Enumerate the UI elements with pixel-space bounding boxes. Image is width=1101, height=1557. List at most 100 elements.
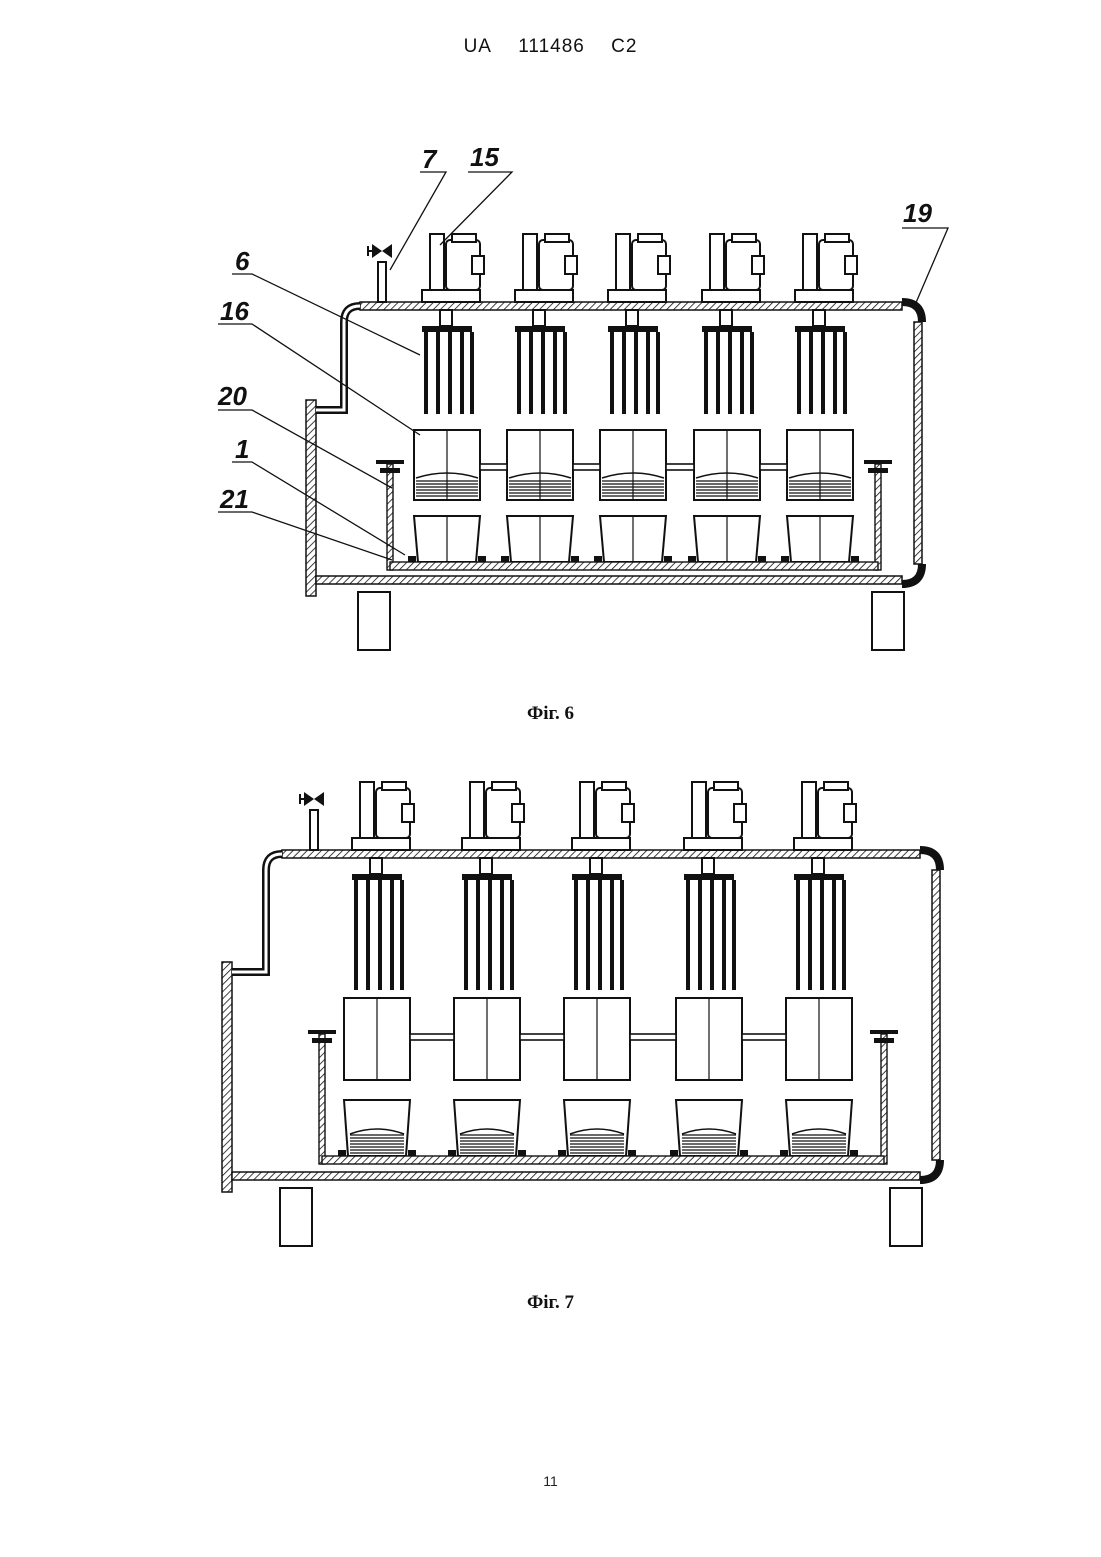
- housing-corner: [920, 1160, 940, 1180]
- drive-column: [692, 782, 706, 838]
- tray-stop: [518, 1150, 526, 1156]
- bearing: [874, 1038, 894, 1043]
- agitator-shaft: [812, 858, 824, 874]
- agitator-rod: [500, 880, 504, 990]
- motor-terminal: [402, 804, 414, 822]
- vent-pipe: [378, 262, 386, 302]
- motor-cap: [732, 234, 756, 242]
- agitator-hub: [572, 874, 622, 880]
- agitator-shaft: [720, 310, 732, 326]
- agitator-rod: [436, 332, 440, 414]
- bearing: [864, 460, 892, 464]
- vent-pipe: [310, 810, 318, 850]
- door-flange: [222, 962, 232, 1192]
- figure-6-caption: Фіг. 6: [0, 703, 1101, 725]
- housing-left-wall: [232, 854, 282, 972]
- agitator-rod: [622, 332, 626, 414]
- agitator-rod: [620, 880, 624, 990]
- housing-bottom-wall: [316, 576, 902, 584]
- agitator-hub: [352, 874, 402, 880]
- agitator-rod: [796, 880, 800, 990]
- axle-segment: [760, 464, 787, 470]
- housing-left-wall-inner: [316, 306, 360, 410]
- base-plate: [322, 1156, 884, 1164]
- ref-label-6: 6: [235, 246, 250, 276]
- agitator-rod: [563, 332, 567, 414]
- motor-terminal: [844, 804, 856, 822]
- motor-base: [352, 838, 410, 850]
- support-post: [319, 1034, 325, 1164]
- motor-terminal: [622, 804, 634, 822]
- patent-kind: C2: [611, 36, 637, 57]
- agitator-rod: [354, 880, 358, 990]
- agitator-rod: [610, 880, 614, 990]
- motor-base: [422, 290, 480, 302]
- housing-left-wall: [316, 306, 360, 410]
- patent-country: UA: [464, 36, 492, 57]
- ref-label-19: 19: [903, 198, 932, 228]
- tray-stop: [850, 1150, 858, 1156]
- agitator-rod: [728, 332, 732, 414]
- motor-base: [462, 838, 520, 850]
- housing-top-wall: [282, 850, 920, 858]
- bearing: [312, 1038, 332, 1043]
- agitator-rod: [821, 332, 825, 414]
- agitator-shaft: [813, 310, 825, 326]
- tray-stop: [408, 556, 416, 562]
- axle-segment: [666, 464, 694, 470]
- agitator-rod: [529, 332, 533, 414]
- motor-base: [572, 838, 630, 850]
- patent-header: UA 111486 C2: [0, 36, 1101, 58]
- motor-terminal: [512, 804, 524, 822]
- housing-bottom-wall: [232, 1172, 920, 1180]
- tray-stop: [594, 556, 602, 562]
- agitator-rod: [797, 332, 801, 414]
- agitator-rod: [470, 332, 474, 414]
- agitator-rod: [464, 880, 468, 990]
- motor-cap: [824, 782, 848, 790]
- leader-lines: [218, 172, 948, 560]
- agitator-hub: [702, 326, 752, 332]
- agitator-rod: [833, 332, 837, 414]
- figure-7-drawing: [0, 740, 1101, 1380]
- agitator-rod: [710, 880, 714, 990]
- agitator-rod: [832, 880, 836, 990]
- housing-left-wall-inner: [232, 854, 282, 972]
- agitator-rod: [390, 880, 394, 990]
- drive-column: [470, 782, 484, 838]
- axle-segment: [410, 1034, 454, 1040]
- tray-stop: [571, 556, 579, 562]
- axle-segment: [573, 464, 600, 470]
- tray-stop: [688, 556, 696, 562]
- agitator-rod: [553, 332, 557, 414]
- motor-terminal: [565, 256, 577, 274]
- drive-column: [523, 234, 537, 290]
- tray-stop: [758, 556, 766, 562]
- figure-7-caption: Фіг. 7: [0, 1292, 1101, 1314]
- agitator-hub: [795, 326, 845, 332]
- motor-cap: [602, 782, 626, 790]
- motor-terminal: [658, 256, 670, 274]
- motor-base: [684, 838, 742, 850]
- motor-terminal: [752, 256, 764, 274]
- tray-stop: [338, 1150, 346, 1156]
- agitator-rod: [400, 880, 404, 990]
- axle-segment: [480, 464, 507, 470]
- agitator-hub: [515, 326, 565, 332]
- tray-stop: [448, 1150, 456, 1156]
- agitator-shaft: [702, 858, 714, 874]
- agitator-rod: [586, 880, 590, 990]
- agitator-rod: [476, 880, 480, 990]
- drive-column: [803, 234, 817, 290]
- agitator-rod: [698, 880, 702, 990]
- agitator-shaft: [480, 858, 492, 874]
- tray-stop: [501, 556, 509, 562]
- agitator-rod: [716, 332, 720, 414]
- agitator-hub: [684, 874, 734, 880]
- drive-column: [710, 234, 724, 290]
- motor-cap: [714, 782, 738, 790]
- agitator-rod: [656, 332, 660, 414]
- drive-column: [802, 782, 816, 838]
- housing-top-wall: [360, 302, 902, 310]
- tray-stop: [664, 556, 672, 562]
